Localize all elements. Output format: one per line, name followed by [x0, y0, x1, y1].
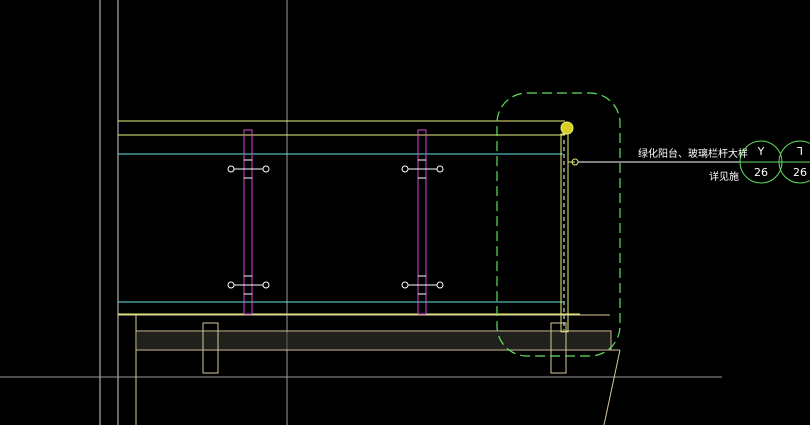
floor-slab — [118, 314, 621, 425]
detail-bubble-2[interactable] — [778, 140, 810, 184]
detail-bubble-2-sheet: 26 — [793, 166, 807, 179]
handrail — [118, 120, 580, 315]
detail-bubble-1-symbol: Y — [757, 145, 765, 158]
glass-clamps — [227, 159, 444, 295]
annotation-title: 绿化阳台、玻璃栏杆大样 — [638, 149, 748, 160]
reference-lines — [0, 0, 722, 425]
annotation-reference: 详见施 — [709, 172, 739, 183]
revision-cloud — [496, 92, 621, 357]
detail-bubble-1-sheet: 26 — [754, 166, 768, 179]
end-post — [560, 133, 748, 333]
detail-bubble-2-symbol: ⅂ — [796, 145, 804, 158]
glass-panel — [118, 153, 563, 303]
post-middle — [417, 129, 427, 315]
post-left — [243, 129, 253, 315]
